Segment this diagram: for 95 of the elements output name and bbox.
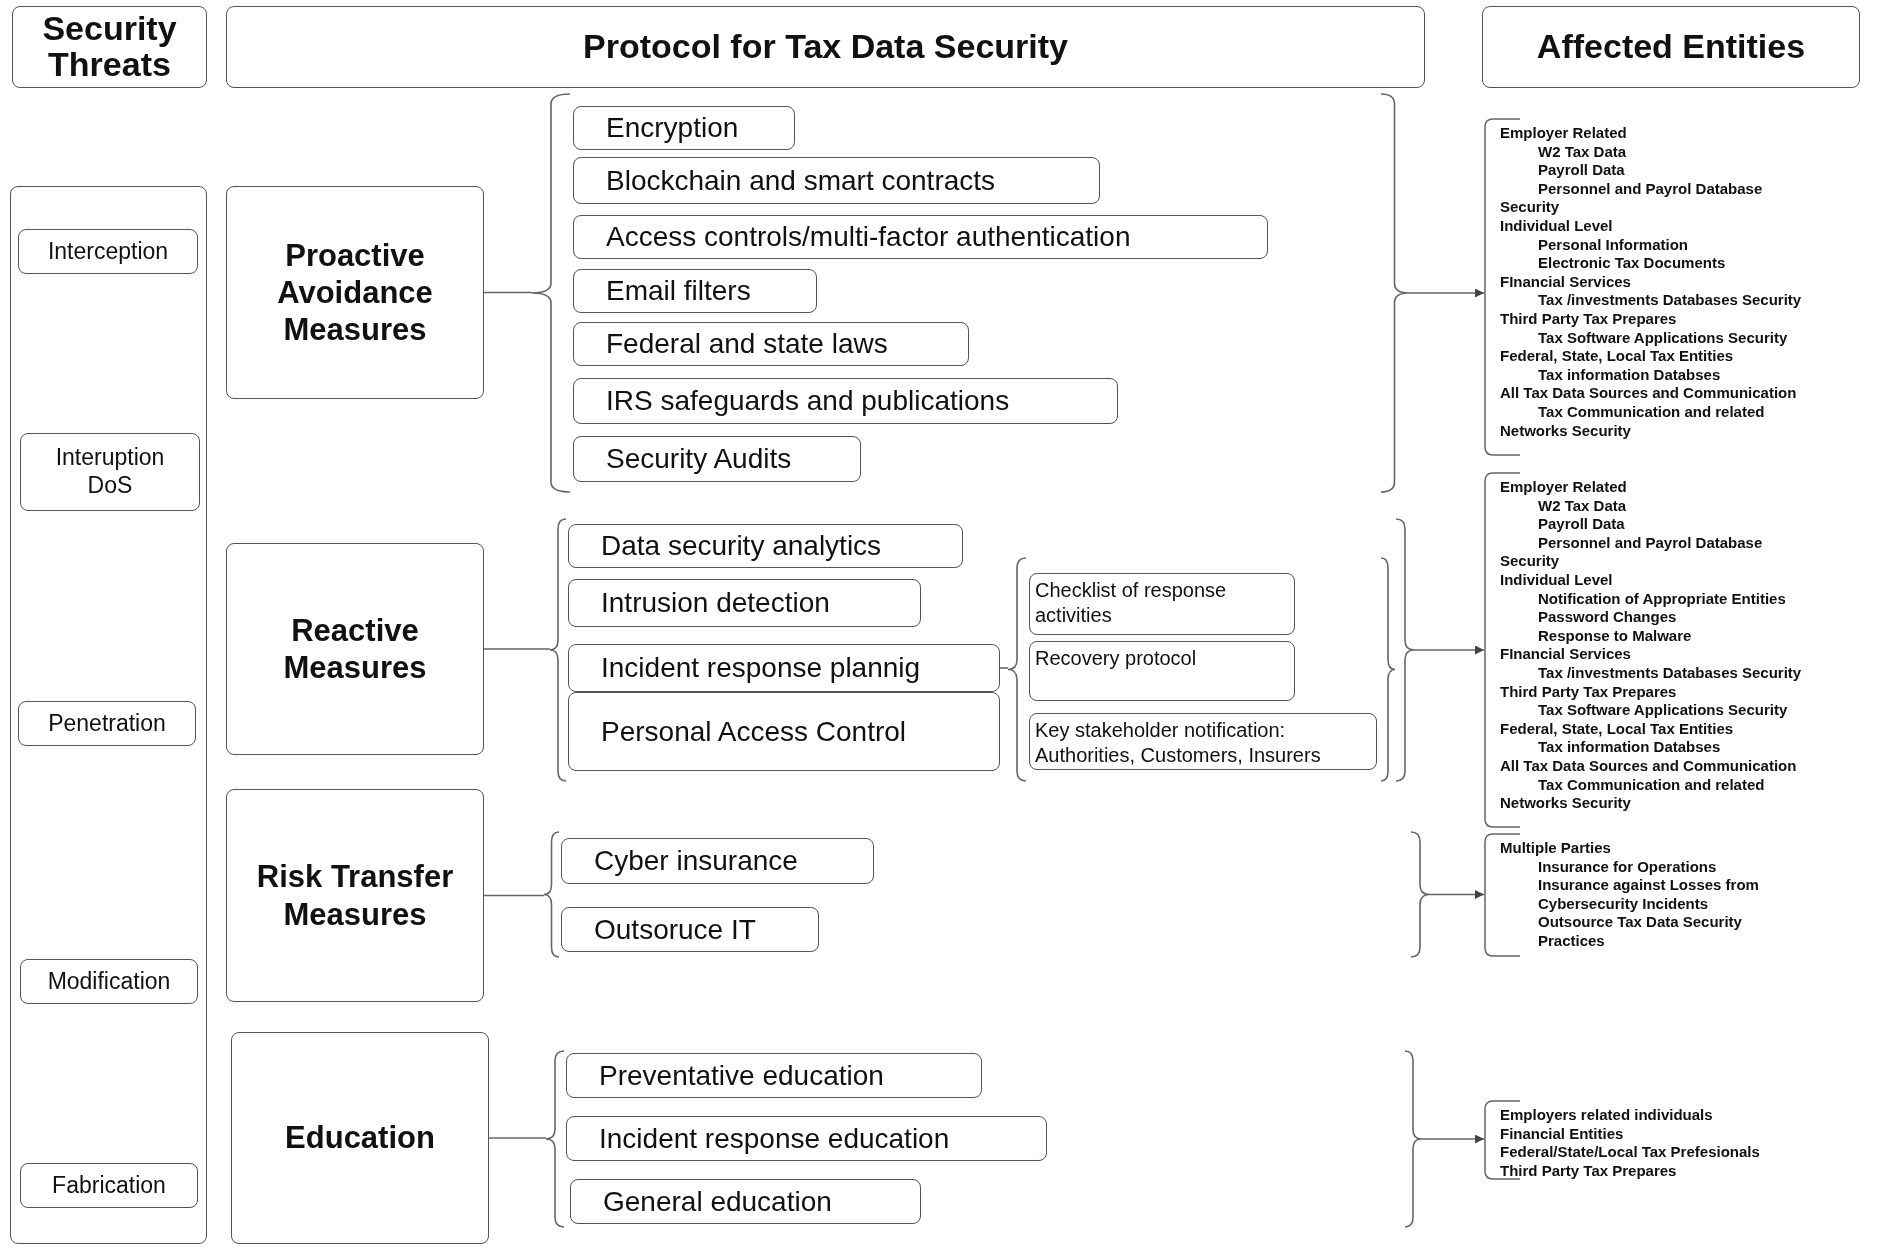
entity-item: Tax Software Applications Security — [1537, 701, 1789, 720]
measure-item-box: Data security analytics — [568, 524, 963, 568]
curly-brace — [532, 94, 570, 492]
entity-item: Third Party Tax Prepares — [1500, 682, 1678, 702]
entity-item: Cybersecurity Incidents — [1537, 894, 1710, 914]
column-header: Security Threats — [12, 6, 207, 88]
entity-item: Federal, State, Local Tax Entities — [1500, 347, 1735, 366]
entity-item: Tax Communication and related — [1537, 402, 1766, 422]
arrow — [1428, 890, 1485, 899]
measure-box: Reactive Measures — [226, 543, 484, 755]
entity-item: Response to Malware — [1537, 626, 1693, 646]
entity-item: Electronic Tax Documents — [1537, 254, 1727, 273]
threat-box: Modification — [20, 959, 198, 1004]
entity-item: Networks Security — [1500, 794, 1632, 813]
entity-item: Tax /investments Databases Security — [1537, 663, 1803, 683]
measure-item-box: Cyber insurance — [561, 838, 874, 884]
measure-item-box: Personal Access Control — [568, 692, 1000, 771]
threat-panel — [10, 186, 207, 1244]
measure-box: Education — [231, 1032, 489, 1244]
entity-item: Third Party Tax Prepares — [1500, 309, 1678, 329]
step-box: Recovery protocol — [1029, 641, 1295, 701]
measure-item-box: Federal and state laws — [573, 322, 969, 366]
threat-box: Fabrication — [20, 1163, 198, 1208]
measure-box: Risk Transfer Measures — [226, 789, 484, 1002]
entity-item: W2 Tax Data — [1537, 496, 1628, 516]
entity-item: All Tax Data Sources and Communication — [1500, 756, 1798, 776]
entity-item: Federal, State, Local Tax Entities — [1500, 719, 1735, 739]
entity-item: Tax /investments Databases Security — [1537, 291, 1803, 310]
arrow — [1407, 288, 1485, 298]
curly-brace — [1405, 1051, 1421, 1227]
column-header: Protocol for Tax Data Security — [226, 6, 1425, 88]
column-header: Affected Entities — [1482, 6, 1860, 88]
entity-item: Tax Communication and related — [1537, 775, 1766, 795]
entity-item: Personnel and Payrol Database — [1537, 533, 1764, 553]
measure-box: Proactive Avoidance Measures — [226, 186, 484, 399]
entity-item: Security — [1500, 198, 1561, 217]
curly-brace — [1381, 94, 1408, 492]
entity-item: Personal Information — [1537, 235, 1690, 255]
curly-brace — [1008, 558, 1026, 781]
entity-item: Individual Level — [1500, 216, 1614, 236]
curly-brace — [1411, 832, 1429, 957]
entity-item: Security — [1500, 552, 1561, 571]
arrow — [1413, 645, 1485, 655]
measure-item-box: Incident response plannig — [568, 644, 1000, 692]
entity-item: Notification of Appropriate Entities — [1537, 589, 1787, 609]
threat-box: Interception — [18, 229, 198, 274]
connector-line — [483, 291, 533, 294]
entity-item: FInancial Services — [1500, 272, 1632, 292]
measure-item-box: Blockchain and smart contracts — [573, 157, 1100, 204]
entity-item: Financial Entities — [1500, 1124, 1625, 1144]
connector-line — [483, 648, 551, 650]
measure-item-box: Email filters — [573, 269, 817, 313]
entity-item: Federal/State/Local Tax Prefesionals — [1500, 1143, 1761, 1162]
entity-item: Individual Level — [1500, 570, 1614, 590]
entity-item: All Tax Data Sources and Communication — [1500, 384, 1798, 403]
connector-line — [488, 1137, 547, 1139]
step-box: Checklist of response activities — [1029, 573, 1295, 635]
entity-item: Employer Related — [1500, 124, 1628, 143]
measure-item-box: General education — [570, 1179, 921, 1224]
threat-box: Penetration — [18, 701, 196, 746]
entity-item: Networks Security — [1500, 421, 1632, 441]
curly-brace — [546, 1051, 564, 1227]
entity-item: Insurance against Losses from — [1537, 876, 1760, 895]
entity-item: Password Changes — [1537, 608, 1678, 627]
entity-item: Tax information Databses — [1537, 738, 1722, 757]
entity-item: Tax information Databses — [1537, 365, 1722, 385]
entity-item: W2 Tax Data — [1537, 142, 1628, 162]
curly-brace — [1381, 558, 1395, 781]
entity-item: Payroll Data — [1537, 515, 1626, 534]
connector-line — [999, 667, 1009, 669]
entity-item: Outsource Tax Data Security — [1537, 913, 1743, 932]
entity-item: Employers related individuals — [1500, 1106, 1714, 1125]
curly-brace — [550, 519, 566, 781]
curly-brace — [544, 832, 559, 957]
measure-item-box: Incident response education — [566, 1116, 1047, 1161]
entity-item: Practices — [1537, 931, 1606, 951]
entity-item: Employer Related — [1500, 478, 1628, 497]
threat-box: Interuption DoS — [20, 433, 200, 511]
measure-item-box: Encryption — [573, 106, 795, 150]
measure-item-box: Intrusion detection — [568, 579, 921, 627]
entity-item: FInancial Services — [1500, 645, 1632, 664]
curly-brace — [1396, 519, 1414, 781]
entity-item: Tax Software Applications Security — [1537, 328, 1789, 348]
entity-item: Multiple Parties — [1500, 839, 1612, 858]
measure-item-box: Preventative education — [566, 1053, 982, 1098]
entity-item: Insurance for Operations — [1537, 857, 1718, 877]
entity-item: Payroll Data — [1537, 161, 1626, 180]
entity-item: Personnel and Payrol Database — [1537, 179, 1764, 199]
measure-item-box: IRS safeguards and publications — [573, 378, 1118, 424]
measure-item-box: Security Audits — [573, 436, 861, 482]
measure-item-box: Outsoruce IT — [561, 907, 819, 952]
arrow — [1420, 1134, 1485, 1144]
measure-item-box: Access controls/multi-factor authentication — [573, 215, 1268, 259]
step-box: Key stakeholder notification: Authorities, Customers, Insurers — [1029, 713, 1377, 770]
entity-item: Third Party Tax Prepares — [1500, 1161, 1678, 1181]
